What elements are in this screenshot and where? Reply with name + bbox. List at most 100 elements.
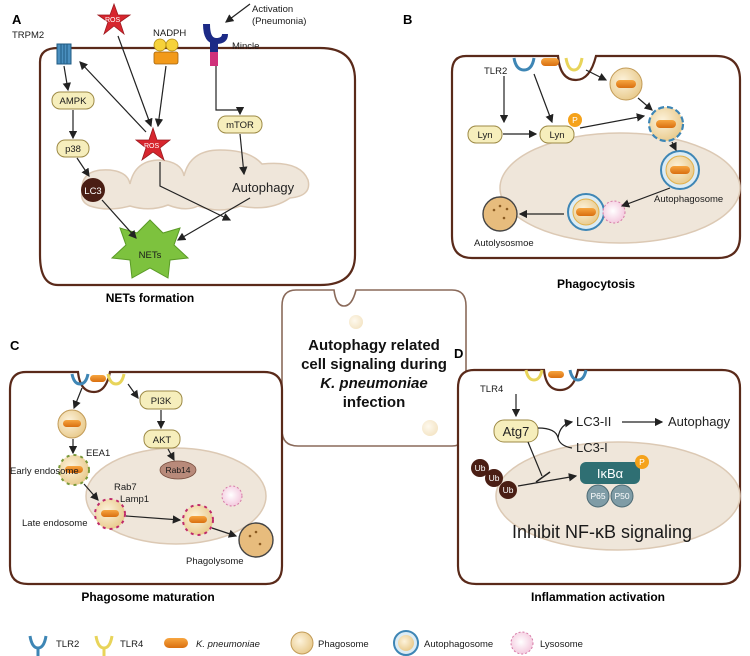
legend-tlr2-label: TLR2 xyxy=(56,639,79,650)
legend-phagosome: Phagosome xyxy=(290,631,369,655)
center-line3: K. pneumoniae xyxy=(320,375,428,392)
arrow-mincle-mtor xyxy=(215,66,245,116)
arrow-late-fuse xyxy=(125,515,182,524)
arrow-early-late xyxy=(83,483,99,501)
lyn2-label: Lyn xyxy=(550,130,565,141)
line-lc3i xyxy=(557,437,573,449)
tlr2-receptor-icon xyxy=(512,57,584,72)
arrow-fuse-phagolys xyxy=(211,527,238,538)
nadph-oxidase-icon xyxy=(153,38,179,65)
panel-a-nucleus xyxy=(80,149,310,211)
arrow-ub-ikba xyxy=(517,473,578,487)
p38-label: p38 xyxy=(65,144,81,155)
legend-tlr4-label: TLR4 xyxy=(120,639,143,650)
ubiquitin-chain-icon xyxy=(471,459,517,499)
ros-mid-label: ROS xyxy=(144,143,160,150)
rab14-label: Rab14 xyxy=(165,465,190,475)
center-line4: infection xyxy=(343,394,406,411)
fusing-phagosome-c xyxy=(182,485,243,536)
autophagosome-b-label: Autophagosome xyxy=(654,194,723,205)
ub3-label: Ub xyxy=(503,485,514,495)
lyn1-box xyxy=(467,125,503,144)
panel-a: A TRPM2 ROS NADPH Act xyxy=(12,2,357,305)
activation-label-2: (Pneumonia) xyxy=(252,16,306,27)
arrow-mtor-autophagy xyxy=(239,133,248,176)
phagosome-c1 xyxy=(57,409,87,439)
late-endosome-c xyxy=(94,498,126,530)
arrow-lyn-phag xyxy=(579,113,646,129)
ikba-box xyxy=(580,462,640,484)
trpm2-icon xyxy=(56,43,72,65)
arrow-tlr2-lyn2 xyxy=(533,73,554,124)
center-phagosome-icon xyxy=(349,315,363,329)
ampk-box xyxy=(51,91,95,110)
phagolysome-label: Phagolysome xyxy=(186,556,244,567)
arrow-b2-auto xyxy=(669,141,677,152)
arrow-membrane-phagosome xyxy=(585,69,608,81)
fusing-autophagosome-b xyxy=(567,193,626,231)
legend-autophagosome-label: Autophagosome xyxy=(424,639,493,650)
lamp1-label: Lamp1 xyxy=(120,494,149,505)
pi3k-box xyxy=(139,390,183,410)
ub1-label: Ub xyxy=(475,463,486,473)
activation-arrow xyxy=(225,3,251,23)
center-summary: Autophagy related cell signaling during … xyxy=(281,289,467,447)
nets-label: NETs xyxy=(139,250,162,261)
ikba-phospho-icon xyxy=(635,455,649,469)
panel-d: D TLR4 Atg7 LC3-II LC3-I Autophagy Ub Ub… xyxy=(454,346,742,604)
inhibit-nfkb-label: Inhibit NF-κB signaling xyxy=(512,522,692,542)
tlr2-b-label: TLR2 xyxy=(484,66,507,77)
inhibit-bar xyxy=(535,471,551,483)
activation-label-1: Activation xyxy=(252,4,293,15)
lc3ii-label: LC3-II xyxy=(576,414,611,429)
autophagosome-b xyxy=(660,150,700,190)
nadph-label: NADPH xyxy=(153,28,186,39)
akt-box xyxy=(143,429,181,449)
rab14-node xyxy=(159,460,197,480)
ub2-label: Ub xyxy=(489,473,500,483)
arrow-nadph-ros xyxy=(154,65,167,128)
autolysosome-b xyxy=(482,196,518,232)
lc3-label: LC3 xyxy=(84,186,101,197)
p50-label: P50 xyxy=(614,491,629,501)
tlr4-receptor-icon xyxy=(524,369,588,382)
arrow-lc3-nets xyxy=(101,199,137,239)
lyn-phospho-label: P xyxy=(572,115,578,125)
ikba-label: IκBα xyxy=(597,466,624,481)
legend-tlr2: TLR2 xyxy=(28,635,79,656)
tlr-pair-c-icon xyxy=(70,373,126,386)
ikba-phospho-label: P xyxy=(639,457,645,467)
mincle-receptor-icon xyxy=(203,24,228,66)
legend-tlr4: TLR4 xyxy=(94,635,143,656)
arrow-tlr-pi3k xyxy=(127,383,139,399)
mtor-box xyxy=(217,115,263,134)
p50-node xyxy=(610,484,634,508)
phagolysosome-c xyxy=(238,522,274,558)
center-line1: Autophagy related xyxy=(308,337,440,354)
legend-kp-label: K. pneumoniae xyxy=(196,639,260,650)
atg7-box xyxy=(493,419,539,443)
panel-a-letter: A xyxy=(12,12,22,27)
panel-b-title: Phagocytosis xyxy=(557,277,635,291)
phagosome-b1 xyxy=(609,67,643,101)
autophagy-d-label: Autophagy xyxy=(668,414,731,429)
mincle-label: Mincle xyxy=(232,41,259,52)
ros-star-top-icon: ROS xyxy=(96,2,132,36)
center-phagosome-icon-2 xyxy=(422,420,438,436)
inhibit-line xyxy=(527,441,543,477)
panel-c-nucleus xyxy=(85,447,267,545)
atg7-label: Atg7 xyxy=(503,424,530,439)
panel-d-letter: D xyxy=(454,346,463,361)
p65-node xyxy=(586,484,610,508)
lyn-phospho-icon xyxy=(568,113,582,127)
lyn1-label: Lyn xyxy=(478,130,493,141)
panel-c: C PI3K AKT Rab14 EEA1 Early endosome Rab… xyxy=(8,338,284,604)
p38-box xyxy=(56,139,90,158)
panel-c-letter: C xyxy=(10,338,20,353)
rab7-label: Rab7 xyxy=(114,482,137,493)
legend: TLR2 TLR4 K. pneumoniae Phagosome Autoph… xyxy=(28,630,583,656)
center-line2: cell signaling during xyxy=(301,356,447,373)
pi3k-label: PI3K xyxy=(151,396,172,407)
lyn2-box xyxy=(539,125,575,144)
